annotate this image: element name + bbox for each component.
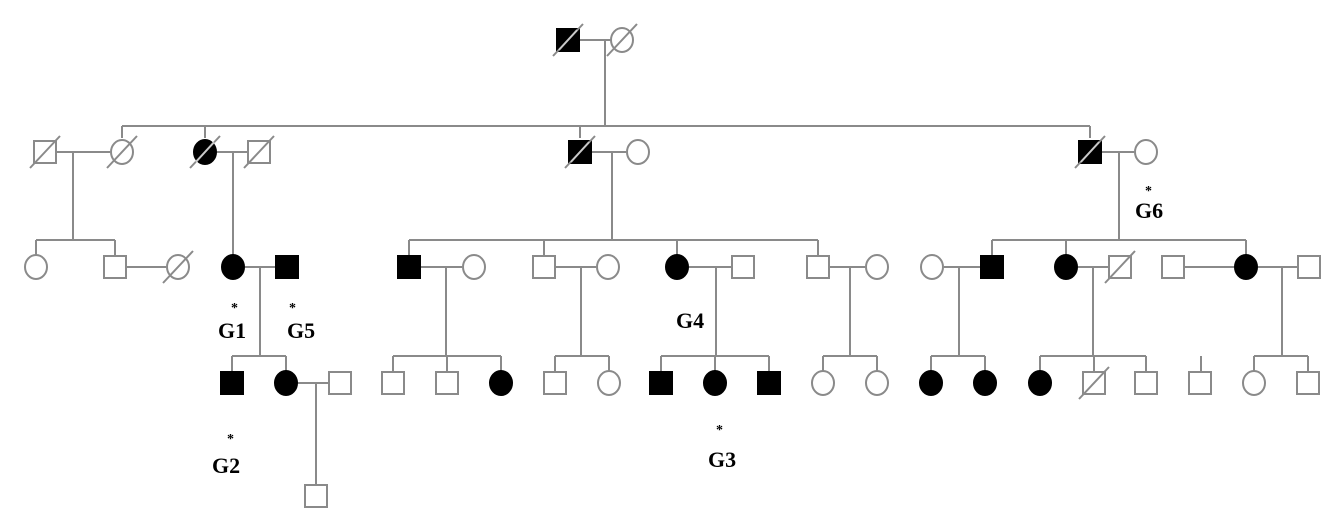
- unaffected-male-symbol: [304, 484, 328, 508]
- sample-label-g1: G1: [218, 318, 247, 343]
- affected-female-symbol: [489, 370, 513, 396]
- unaffected-male-symbol: [103, 255, 127, 279]
- unaffected-male-symbol: [1296, 371, 1320, 395]
- unaffected-male-symbol: [1188, 371, 1212, 395]
- affected-female-symbol: [973, 370, 997, 396]
- sample-marker: *: [289, 301, 296, 316]
- deceased-slash: [570, 141, 590, 163]
- deceased-slash: [1078, 366, 1110, 400]
- affected-female-symbol: [703, 370, 727, 396]
- unaffected-male-symbol: [532, 255, 556, 279]
- deceased-slash: [558, 29, 578, 51]
- sample-label-g2: G2: [212, 453, 241, 478]
- affected-female-symbol: [665, 254, 689, 280]
- deceased-slash: [243, 135, 275, 169]
- deceased-slash: [606, 23, 638, 57]
- pedigree-symbols: [24, 23, 1321, 508]
- deceased-slash: [106, 135, 138, 169]
- sample-marker: *: [1145, 184, 1152, 199]
- deceased-slash: [195, 141, 215, 163]
- unaffected-female-symbol: [596, 254, 620, 280]
- unaffected-female-symbol: [626, 139, 650, 165]
- affected-female-symbol: [221, 254, 245, 280]
- unaffected-female-symbol: [1242, 370, 1266, 396]
- affected-female-symbol: [1028, 370, 1052, 396]
- affected-female-symbol: [274, 370, 298, 396]
- unaffected-female-symbol: [811, 370, 835, 396]
- unaffected-female-symbol: [920, 254, 944, 280]
- affected-female-symbol: [1054, 254, 1078, 280]
- unaffected-male-symbol: [435, 371, 459, 395]
- affected-male-symbol: [757, 371, 781, 395]
- affected-male-symbol: [220, 371, 244, 395]
- sample-label-g6: G6: [1135, 198, 1164, 223]
- sample-label-g3: G3: [708, 447, 737, 472]
- unaffected-male-symbol: [328, 371, 352, 395]
- affected-male-symbol: [397, 255, 421, 279]
- deceased-slash: [29, 135, 61, 169]
- sample-marker: *: [716, 423, 723, 438]
- affected-male-symbol: [649, 371, 673, 395]
- deceased-slash: [162, 250, 194, 284]
- unaffected-male-symbol: [806, 255, 830, 279]
- affected-male-symbol: [275, 255, 299, 279]
- sample-label-g5: G5: [287, 318, 316, 343]
- sample-marker: *: [231, 301, 238, 316]
- affected-male-symbol: [980, 255, 1004, 279]
- sample-label-g4: G4: [676, 308, 705, 333]
- sample-marker: *: [227, 432, 234, 447]
- affected-female-symbol: [1234, 254, 1258, 280]
- unaffected-male-symbol: [1297, 255, 1321, 279]
- affected-female-symbol: [919, 370, 943, 396]
- unaffected-female-symbol: [462, 254, 486, 280]
- unaffected-male-symbol: [1161, 255, 1185, 279]
- unaffected-female-symbol: [865, 370, 889, 396]
- unaffected-female-symbol: [1134, 139, 1158, 165]
- unaffected-female-symbol: [24, 254, 48, 280]
- connector-lines: [35, 39, 1309, 484]
- deceased-slash: [1080, 141, 1100, 163]
- unaffected-male-symbol: [381, 371, 405, 395]
- unaffected-male-symbol: [731, 255, 755, 279]
- deceased-slash: [1104, 250, 1136, 284]
- unaffected-male-symbol: [1134, 371, 1158, 395]
- unaffected-female-symbol: [865, 254, 889, 280]
- unaffected-male-symbol: [543, 371, 567, 395]
- unaffected-female-symbol: [597, 370, 621, 396]
